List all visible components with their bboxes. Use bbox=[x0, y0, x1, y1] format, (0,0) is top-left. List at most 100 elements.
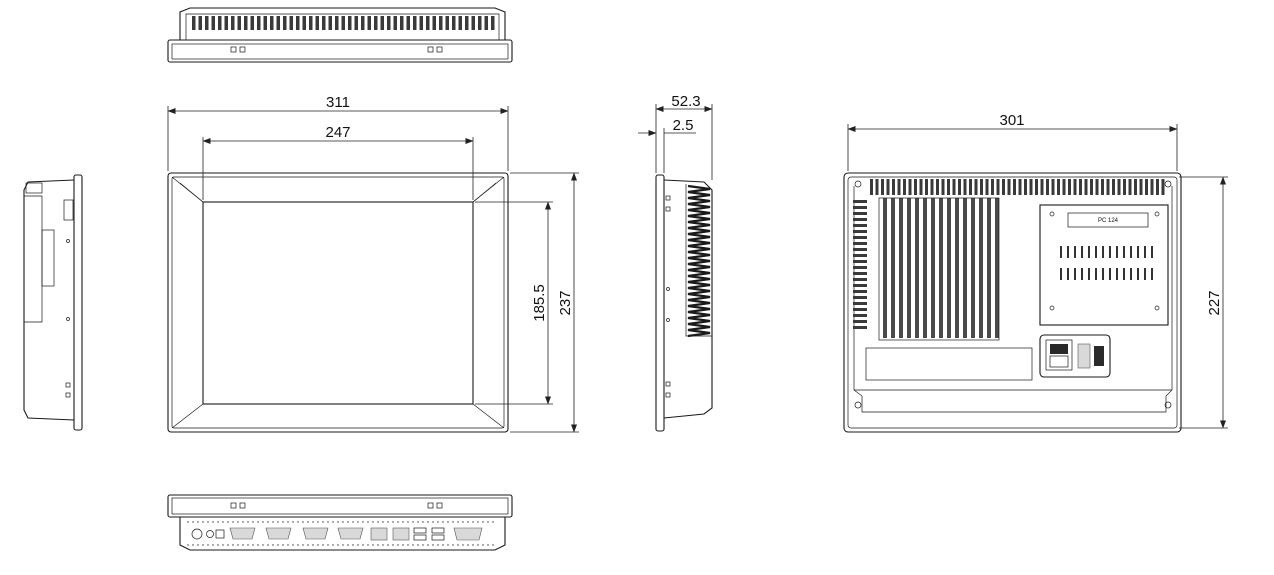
fin bbox=[907, 198, 911, 338]
fin bbox=[853, 320, 867, 323]
vent-dot bbox=[477, 544, 479, 546]
vent-dot bbox=[202, 521, 204, 523]
fin bbox=[899, 198, 903, 338]
dim-front-height: 237 bbox=[557, 290, 574, 315]
vent-slot bbox=[1060, 246, 1062, 258]
vent-slot bbox=[1074, 246, 1076, 258]
vent-dot bbox=[202, 544, 204, 546]
vent-dot bbox=[327, 544, 329, 546]
fin bbox=[892, 179, 895, 195]
vent-dot bbox=[232, 544, 234, 546]
vent-dot bbox=[207, 521, 209, 523]
fin bbox=[283, 16, 287, 30]
vent-dot bbox=[387, 544, 389, 546]
panel-vent-slots bbox=[1060, 246, 1153, 280]
fin bbox=[908, 179, 912, 195]
vent-dot bbox=[282, 544, 284, 546]
vent-dot bbox=[327, 521, 329, 523]
fin bbox=[952, 179, 956, 195]
fin bbox=[439, 16, 443, 30]
fin bbox=[985, 179, 989, 195]
vent-dot bbox=[242, 544, 244, 546]
vent-slot bbox=[1095, 268, 1097, 280]
fin bbox=[1090, 179, 1093, 195]
vent-dot bbox=[352, 521, 354, 523]
vent-dot bbox=[337, 544, 339, 546]
fin bbox=[1101, 179, 1104, 195]
top-heatsink-fins bbox=[192, 16, 495, 30]
fin bbox=[1057, 179, 1060, 195]
fin bbox=[979, 198, 983, 338]
vent-slot bbox=[1123, 268, 1125, 280]
dim-rear-height: 227 bbox=[1206, 290, 1223, 315]
vent-dot bbox=[437, 544, 439, 546]
vent-dot bbox=[477, 521, 479, 523]
dim-front-width: 311 bbox=[326, 94, 350, 111]
vent-dot bbox=[312, 521, 314, 523]
vent-dot bbox=[222, 521, 224, 523]
fin bbox=[1024, 179, 1027, 195]
fin bbox=[478, 16, 482, 30]
vent-dot bbox=[217, 521, 219, 523]
vent-dot bbox=[447, 521, 449, 523]
fin bbox=[1013, 179, 1016, 195]
fin bbox=[853, 272, 867, 275]
fin bbox=[348, 16, 352, 30]
vent-dot bbox=[357, 544, 359, 546]
fin bbox=[1040, 179, 1044, 195]
vent-dot bbox=[377, 544, 379, 546]
vent-dot bbox=[397, 544, 399, 546]
vent-dot bbox=[282, 521, 284, 523]
vent-dot bbox=[417, 521, 419, 523]
fin bbox=[432, 16, 436, 30]
vent-slot bbox=[1088, 268, 1090, 280]
rear-heatsink-side-fins bbox=[853, 200, 867, 329]
fin bbox=[419, 16, 423, 30]
vent-dot bbox=[187, 521, 189, 523]
vent-dot bbox=[227, 544, 229, 546]
fin bbox=[980, 179, 983, 195]
vent-dot bbox=[337, 521, 339, 523]
display-area bbox=[202, 201, 474, 405]
fin bbox=[923, 198, 927, 338]
vent-dot bbox=[212, 544, 214, 546]
vent-dot bbox=[427, 521, 429, 523]
vent-dot bbox=[432, 544, 434, 546]
vent-dot bbox=[197, 521, 199, 523]
label-plate-text: PC 124 bbox=[1098, 218, 1119, 224]
vent-slot bbox=[1130, 268, 1132, 280]
vent-slot bbox=[1102, 246, 1104, 258]
rear-dimensions: 301 227 bbox=[847, 112, 1228, 429]
fin bbox=[354, 16, 358, 30]
fin bbox=[891, 198, 895, 338]
fin bbox=[276, 16, 280, 30]
fin bbox=[1073, 179, 1077, 195]
bottom-vent-dots bbox=[187, 521, 494, 546]
fin bbox=[270, 16, 274, 30]
vent-dot bbox=[372, 521, 374, 523]
vent-dot bbox=[382, 521, 384, 523]
vent-dot bbox=[262, 544, 264, 546]
vent-slot bbox=[1151, 268, 1153, 280]
fin bbox=[458, 16, 462, 30]
vent-dot bbox=[422, 544, 424, 546]
vent-dot bbox=[492, 544, 494, 546]
fin bbox=[1051, 179, 1055, 195]
fin bbox=[925, 179, 928, 195]
fin bbox=[886, 179, 890, 195]
fin bbox=[205, 16, 209, 30]
fin bbox=[903, 179, 906, 195]
vent-dot bbox=[287, 521, 289, 523]
fin bbox=[853, 248, 867, 251]
fin bbox=[413, 16, 417, 30]
fin bbox=[995, 198, 999, 338]
vent-dot bbox=[242, 521, 244, 523]
power-terminal-block bbox=[1039, 334, 1111, 378]
fin bbox=[897, 179, 901, 195]
fin bbox=[452, 16, 456, 30]
vent-dot bbox=[452, 521, 454, 523]
fin bbox=[987, 198, 991, 338]
vent-dot bbox=[252, 544, 254, 546]
vent-dot bbox=[272, 544, 274, 546]
